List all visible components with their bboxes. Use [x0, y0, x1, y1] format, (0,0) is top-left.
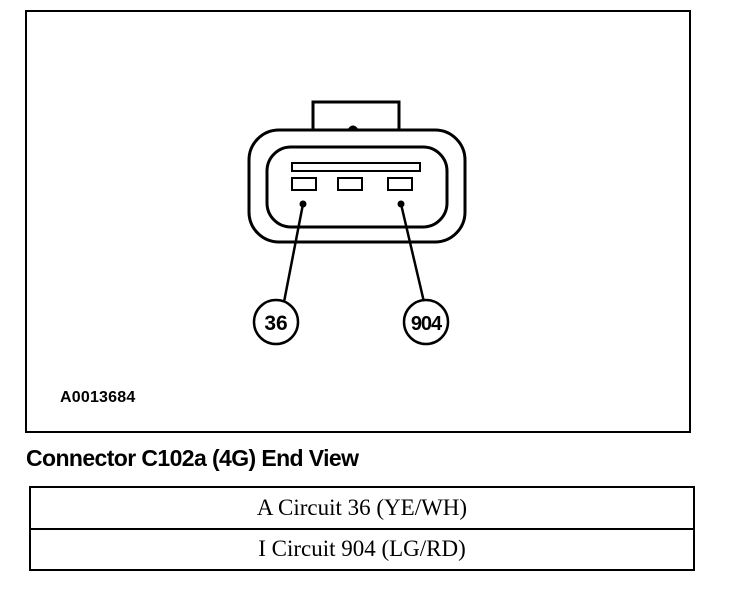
leader-line-36	[282, 203, 305, 303]
callout-label-904: 904	[411, 313, 443, 335]
circuit-row-a: A Circuit 36 (YE/WH)	[256, 494, 468, 520]
callout-circle-904	[402, 298, 450, 346]
connector-key-bar	[291, 162, 421, 172]
connector-diagram: 36 904	[247, 100, 467, 346]
connector-title: Connector C102a (4G) End View	[26, 445, 359, 471]
terminal-center	[337, 177, 363, 191]
connector-diagram-frame: 36 904 A0013684	[25, 10, 691, 433]
callout-label-36: 36	[264, 312, 287, 335]
callout-circle-36	[252, 298, 300, 346]
terminal-right	[387, 177, 413, 191]
figure-id-label: A0013684	[60, 389, 136, 406]
leader-line-904	[399, 203, 426, 303]
circuit-row-i: I Circuit 904 (LG/RD)	[31, 527, 693, 570]
circuit-table: A Circuit 36 (YE/WH) I Circuit 904 (LG/R…	[29, 486, 695, 571]
terminal-left	[291, 177, 317, 191]
